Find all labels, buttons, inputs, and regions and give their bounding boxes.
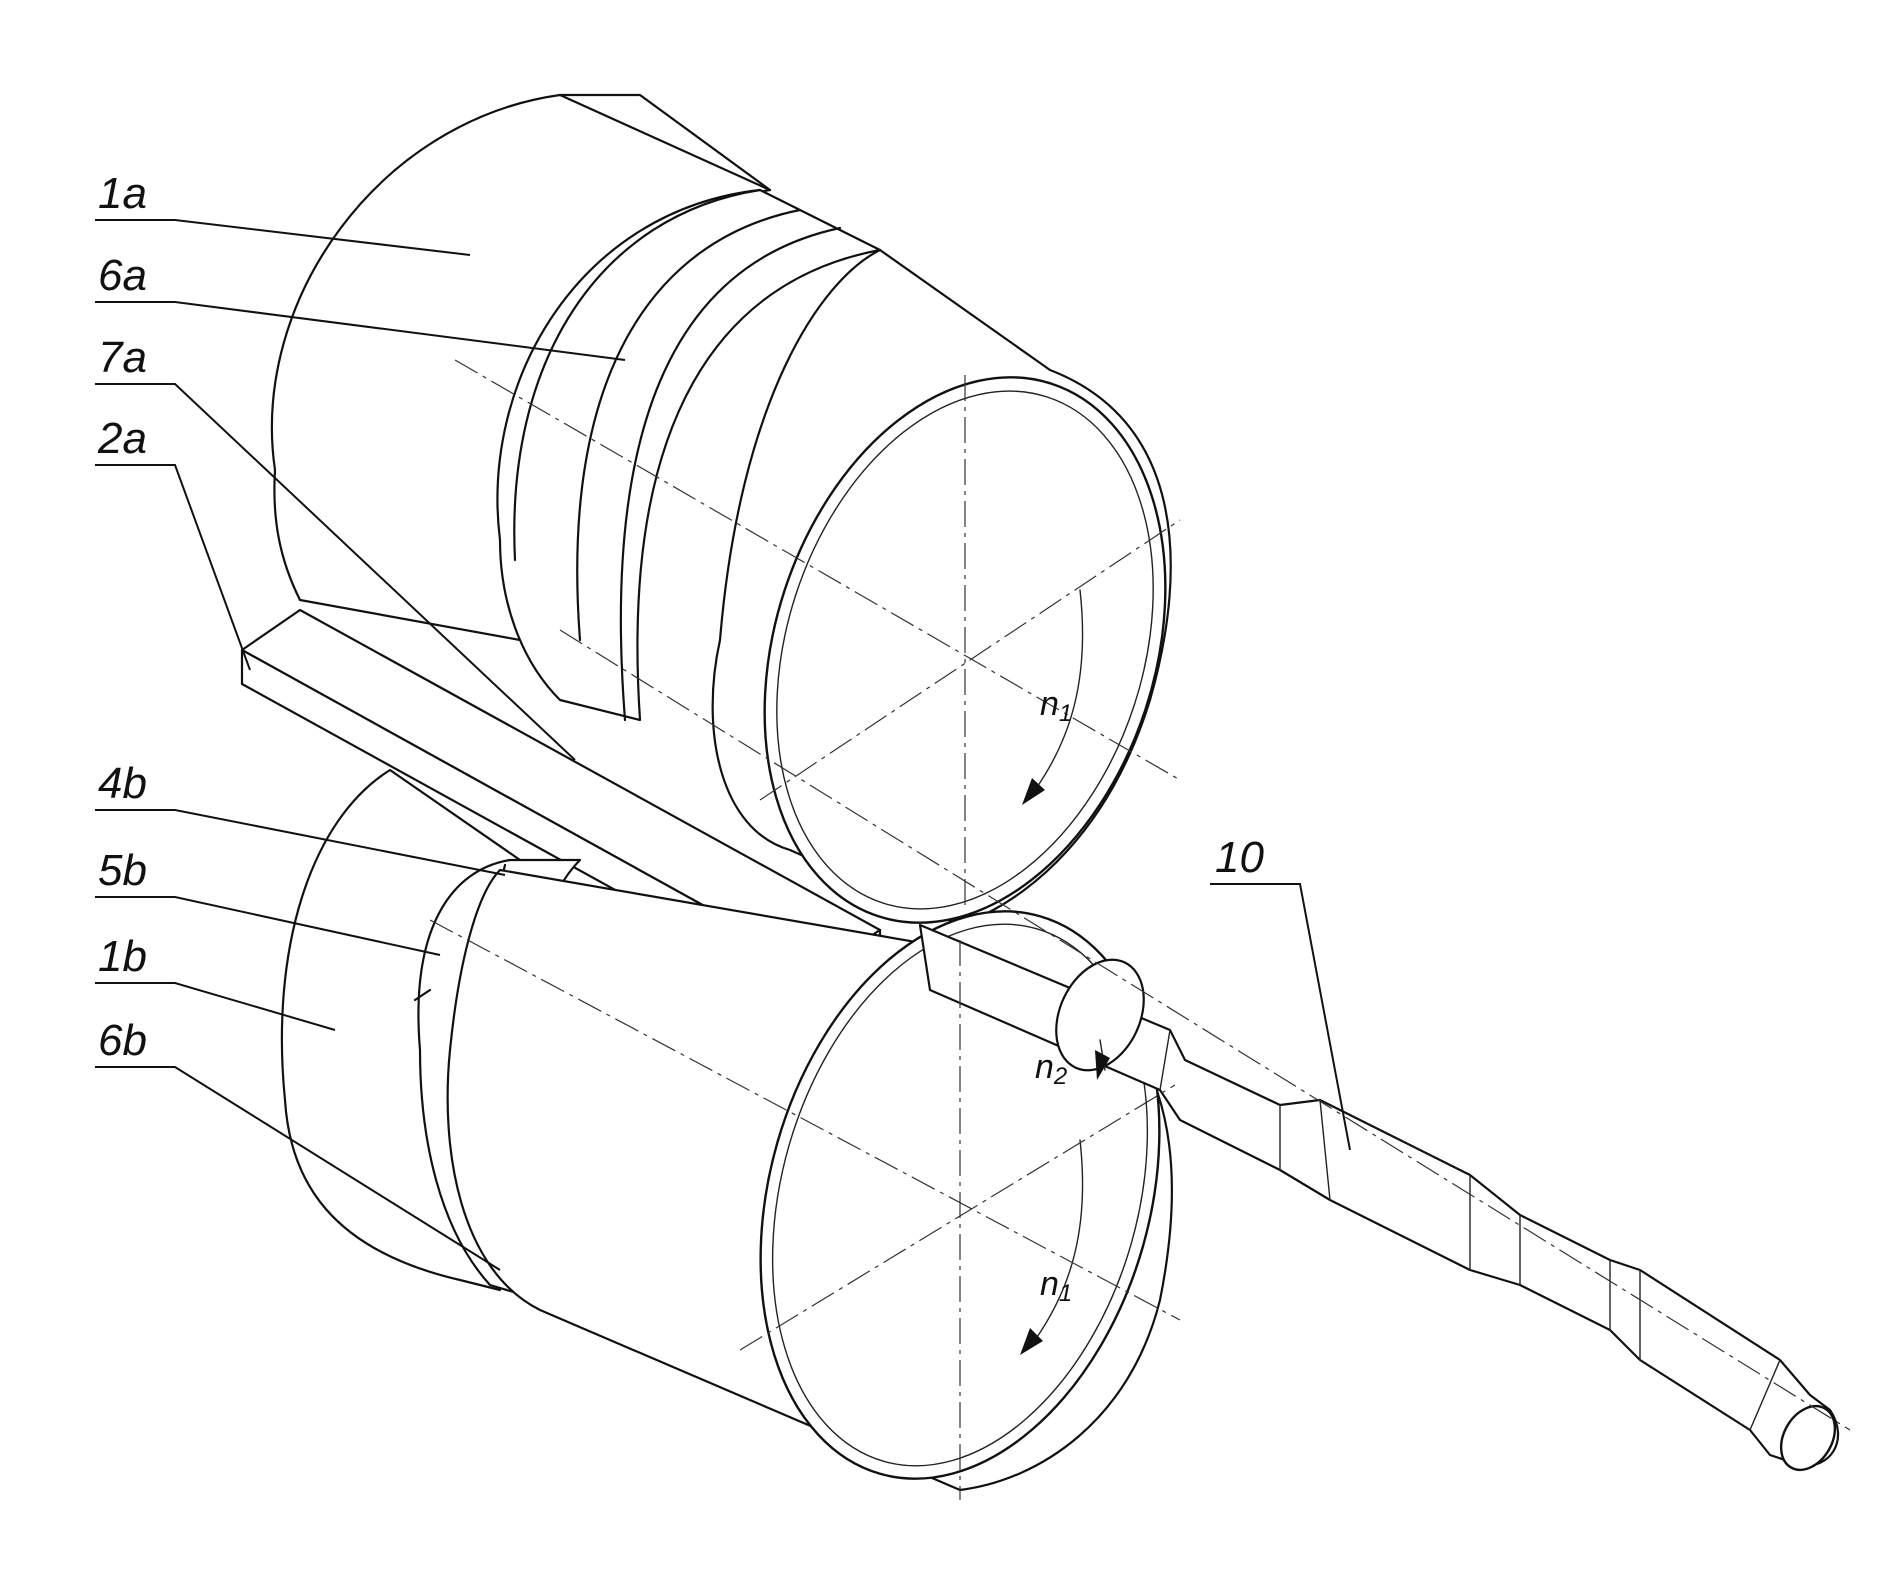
- label-7a: 7a: [98, 333, 147, 382]
- label-6a: 6a: [98, 251, 147, 300]
- label-6b: 6b: [98, 1016, 147, 1065]
- label-1a: 1a: [98, 169, 147, 218]
- label-4b: 4b: [98, 759, 147, 808]
- centre-lines: [429, 359, 1851, 1500]
- upper-roll-1a: [270, 93, 1172, 927]
- leader-lines: [95, 219, 1351, 1271]
- workpiece-shaft-10: [918, 923, 1840, 1471]
- reference-labels: 1a 6a 7a 2a 4b 5b 1b 6b 10: [97, 169, 1264, 1065]
- label-5b: 5b: [98, 846, 147, 895]
- rotation-label-n2: n2: [1035, 1048, 1067, 1090]
- rotation-label-n1-bottom: n1: [1040, 1265, 1072, 1307]
- rotation-arrow-n2: [1095, 1050, 1110, 1080]
- rotation-labels: n1 n1 n2: [1035, 685, 1072, 1307]
- label-10: 10: [1215, 833, 1264, 882]
- rotation-arrow-n1-bottom: [1020, 1328, 1043, 1355]
- rotation-arrow-n1-top: [1022, 778, 1045, 805]
- rotation-label-n1-top: n1: [1040, 685, 1072, 727]
- label-2a: 2a: [97, 414, 147, 463]
- label-1b: 1b: [98, 932, 147, 981]
